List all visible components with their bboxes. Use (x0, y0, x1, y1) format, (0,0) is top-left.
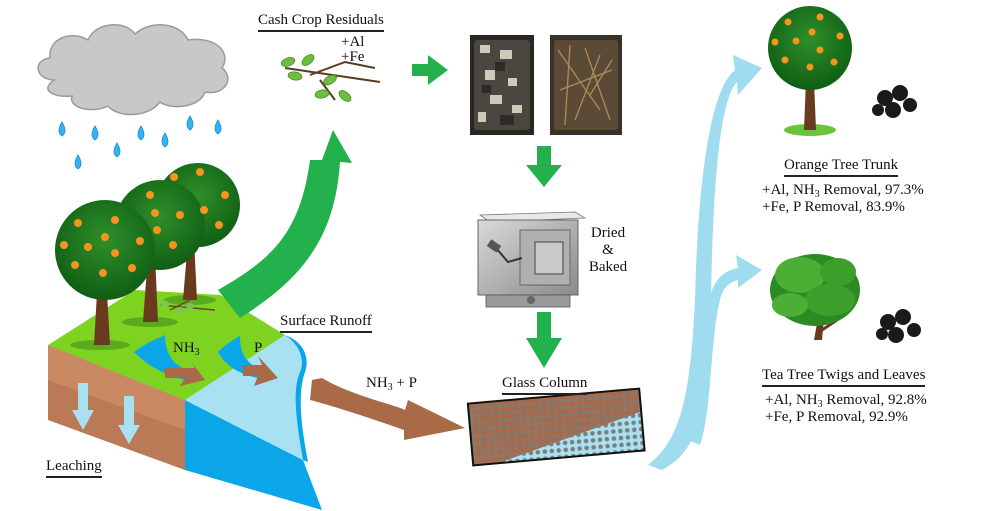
rain-cloud-icon (37, 24, 229, 116)
result-nh3-tea: +Al, NH3 Removal, 92.8% (765, 392, 927, 410)
process-arrow-down-1 (526, 146, 562, 187)
label-amp: & (602, 242, 614, 258)
al-line-prefix: +Al, NH (762, 182, 815, 198)
label-glass-column: Glass Column (502, 375, 588, 395)
nh3-subscript: 3 (194, 347, 200, 358)
process-arrow-right (412, 55, 448, 85)
rain-drops-icon (58, 115, 222, 170)
label-p-runoff: P (254, 340, 263, 356)
plus-p-text: + P (392, 375, 417, 391)
oven-icon (477, 211, 587, 308)
result-title-orange-tree-trunk: Orange Tree Trunk (784, 157, 899, 177)
label-surface-runoff: Surface Runoff (280, 313, 372, 333)
result-title-tea-tree: Tea Tree Twigs and Leaves (762, 367, 926, 387)
result-nh3-orange: +Al, NH3 Removal, 97.3% (762, 182, 924, 200)
output-arrows (648, 55, 762, 470)
nh3-subscript: 3 (817, 399, 823, 410)
al-line-prefix: +Al, NH (765, 392, 818, 408)
nh3-text: NH (173, 340, 195, 356)
twigs-leaves-icon (280, 54, 381, 102)
label-nh3-p-flow: NH3 + P (366, 375, 417, 393)
result-p-orange: +Fe, P Removal, 83.9% (762, 199, 905, 215)
al-line-suffix: Removal, 97.3% (819, 182, 924, 198)
label-baked: Baked (588, 259, 628, 275)
label-dried: Dried (590, 225, 626, 241)
process-arrow-up (218, 130, 352, 318)
label-additive-fe: +Fe (341, 49, 365, 65)
orange-tree-icon (768, 6, 852, 136)
label-leaching: Leaching (46, 458, 102, 478)
nh3-subscript: 3 (814, 189, 820, 200)
process-arrow-down-2 (526, 312, 562, 368)
residue-photo-trunk (470, 35, 534, 135)
nh3-text: NH (366, 375, 388, 391)
leaching-arrow-icon (72, 383, 140, 444)
residue-photo-tea (550, 35, 622, 135)
surface-runoff-arrows (134, 335, 278, 386)
tea-tree-icon (770, 254, 860, 340)
result-p-tea: +Fe, P Removal, 92.9% (765, 409, 908, 425)
al-line-suffix: Removal, 92.8% (822, 392, 927, 408)
orange-trees-illustration (55, 163, 240, 350)
nh3-subscript: 3 (387, 382, 393, 393)
label-cash-crop-residuals: Cash Crop Residuals (258, 12, 384, 32)
glass-column-icon (466, 387, 646, 467)
label-nh3-runoff: NH3 (173, 340, 200, 358)
runoff-flow-arrow (310, 378, 465, 440)
biochar-icon (872, 85, 917, 118)
label-additive-al: +Al (341, 34, 365, 50)
biochar-icon (876, 309, 921, 343)
